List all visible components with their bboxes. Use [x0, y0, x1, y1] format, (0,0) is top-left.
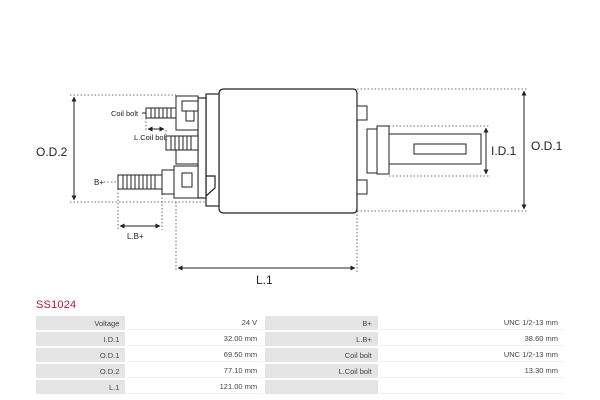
spec-label: [265, 380, 378, 394]
lcoil-terminal: [165, 135, 199, 165]
spec-value: 13.30 mm: [379, 364, 564, 378]
spec-value: 38.60 mm: [379, 332, 564, 346]
reference-lines: [70, 88, 528, 272]
spec-value: UNC 1/2-13 mm: [379, 348, 564, 362]
spec-label: O.D.1: [36, 348, 126, 362]
spec-value: 69.50 mm: [127, 348, 264, 362]
coil-bolt: [145, 107, 177, 119]
spec-label: Coil bolt: [265, 348, 378, 362]
table-row: L.1 121.00 mm: [36, 380, 564, 394]
spec-label: L.B+: [265, 332, 378, 346]
specifications-table: Voltage 24 V B+ UNC 1/2-13 mm I.D.1 32.0…: [34, 314, 566, 396]
table-row: I.D.1 32.00 mm L.B+ 38.60 mm: [36, 332, 564, 346]
table-row: O.D.2 77.10 mm L.Coil bolt 13.30 mm: [36, 364, 564, 378]
solenoid-technical-drawing: O.D.2 O.D.1 I.D.1 L.1 L.B+ B+ Coil bolt …: [36, 88, 563, 287]
lb-label: L.B+: [127, 232, 144, 241]
part-code: SS1024: [36, 299, 77, 311]
spec-label: O.D.2: [36, 364, 126, 378]
spec-value: 32.00 mm: [127, 332, 264, 346]
solenoid-body: [197, 88, 358, 214]
spec-label: L.Coil bolt: [265, 364, 378, 378]
spec-value: UNC 1/2-13 mm: [379, 316, 564, 330]
coil-bolt-label: Coil bolt: [111, 109, 139, 118]
plunger-assembly: [356, 105, 482, 195]
bplus-label: B+: [94, 178, 104, 187]
spec-label: Voltage: [36, 316, 126, 330]
spec-label: L.1: [36, 380, 126, 394]
od1-label: O.D.1: [531, 139, 563, 153]
spec-value: 77.10 mm: [127, 364, 264, 378]
l1-label: L.1: [256, 273, 273, 287]
terminal-bracket: [175, 95, 199, 131]
bplus-terminal: [117, 165, 199, 199]
table-row: O.D.1 69.50 mm Coil bolt UNC 1/2-13 mm: [36, 348, 564, 362]
spec-label: I.D.1: [36, 332, 126, 346]
spec-value: 24 V: [127, 316, 264, 330]
spec-value: 121.00 mm: [127, 380, 264, 394]
od2-label: O.D.2: [36, 145, 68, 159]
id1-label: I.D.1: [491, 144, 517, 158]
dimension-lines: [71, 90, 527, 271]
lcoil-bolt-label: L.Coil bolt: [134, 133, 168, 142]
table-row: Voltage 24 V B+ UNC 1/2-13 mm: [36, 316, 564, 330]
spec-value: [379, 380, 564, 394]
spec-label: B+: [265, 316, 378, 330]
